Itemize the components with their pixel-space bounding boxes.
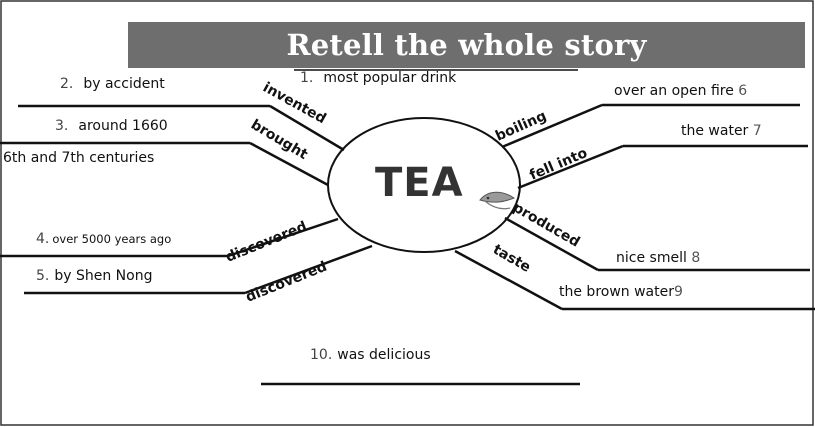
branch-label-discovered-2: discovered bbox=[244, 259, 330, 306]
line-taste-spoke bbox=[454, 249, 563, 311]
answer-4-text: over 5000 years ago bbox=[52, 232, 172, 246]
answer-3: 3. around 1660 bbox=[55, 118, 168, 134]
answer-2-text: by accident bbox=[83, 76, 165, 92]
line-discovered1-spoke bbox=[227, 217, 339, 258]
answer-6-text: over an open fire bbox=[614, 83, 734, 99]
answer-7-number: 7 bbox=[752, 123, 762, 139]
answer-5-number: 5. bbox=[36, 268, 50, 284]
answer-9: the brown water9 bbox=[559, 284, 683, 300]
tea-leaf-icon bbox=[479, 191, 516, 210]
line-brought-spoke bbox=[249, 141, 329, 187]
answer-3-extra: 6th and 7th centuries bbox=[3, 150, 155, 166]
answer-2-number: 2. bbox=[60, 76, 74, 92]
answer-9-number: 9 bbox=[674, 284, 683, 300]
line-produced-spoke bbox=[504, 216, 599, 272]
answer-2: 2. by accident bbox=[60, 76, 165, 92]
title-banner: Retell the whole story bbox=[128, 22, 805, 68]
answer-5-text: by Shen Nong bbox=[54, 268, 153, 284]
center-word: TEA bbox=[375, 160, 464, 206]
answer-3-text: around 1660 bbox=[78, 118, 168, 134]
branch-label-taste: taste bbox=[490, 242, 533, 276]
answer-8-number: 8 bbox=[691, 250, 701, 266]
line-discovered2-spoke bbox=[244, 244, 373, 295]
answer-1-text: most popular drink bbox=[323, 70, 457, 86]
answer-7: the water 7 bbox=[681, 123, 762, 139]
answer-1: 1. most popular drink bbox=[300, 70, 456, 86]
branch-label-discovered-1: discovered bbox=[224, 219, 310, 266]
line-boiling-spoke bbox=[501, 103, 603, 149]
answer-4-number: 4. bbox=[36, 231, 50, 247]
line-fellinto-spoke bbox=[517, 144, 624, 190]
answer-10: 10.was delicious bbox=[310, 347, 431, 363]
answer-10-text: was delicious bbox=[337, 347, 431, 363]
answer-8-text: nice smell bbox=[616, 250, 687, 266]
answer-9-text: the brown water bbox=[559, 284, 674, 300]
page-title: Retell the whole story bbox=[286, 28, 647, 62]
answer-8: nice smell 8 bbox=[616, 250, 700, 266]
answer-7-text: the water bbox=[681, 123, 749, 139]
branch-label-produced: produced bbox=[510, 200, 582, 251]
answer-1-number: 1. bbox=[300, 70, 314, 86]
answer-4: 4.over 5000 years ago bbox=[36, 231, 171, 247]
line-invented-spoke bbox=[269, 104, 345, 152]
branch-label-fell-into: fell into bbox=[527, 145, 590, 184]
answer-6: over an open fire 6 bbox=[614, 83, 747, 99]
answer-10-number: 10. bbox=[310, 347, 333, 363]
answer-5: 5.by Shen Nong bbox=[36, 268, 152, 284]
answer-3-number: 3. bbox=[55, 118, 69, 134]
answer-6-number: 6 bbox=[738, 83, 748, 99]
